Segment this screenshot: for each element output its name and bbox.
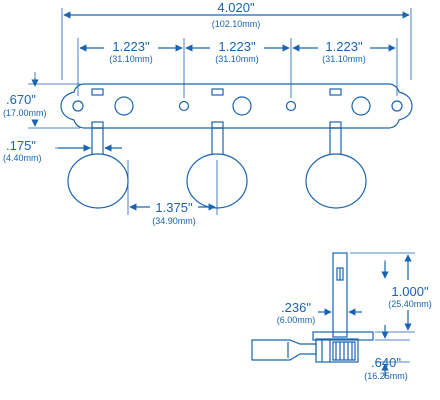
side-depth-inch: .640" bbox=[371, 355, 401, 370]
slot-bottom-3 bbox=[329, 121, 342, 129]
side-base-plate bbox=[312, 331, 374, 341]
small-hole-1 bbox=[178, 100, 190, 112]
spacing-3-inch: 1.223" bbox=[325, 39, 363, 54]
side-height-inch: 1.000" bbox=[391, 284, 429, 299]
side-height-mm: (25.40mm) bbox=[388, 299, 432, 309]
button-3 bbox=[305, 153, 367, 209]
spacing-3-mm: (31.10mm) bbox=[322, 54, 366, 64]
slot-top-3 bbox=[329, 88, 342, 96]
plate-height-inch: .670" bbox=[6, 92, 36, 107]
post-hole-1 bbox=[114, 96, 134, 116]
slot-bottom-2 bbox=[211, 121, 224, 129]
post-hole-3 bbox=[351, 96, 371, 116]
side-post bbox=[332, 252, 348, 338]
slot-top-2 bbox=[211, 88, 224, 96]
tuner-plate bbox=[60, 83, 413, 129]
side-width-mm: (6.00mm) bbox=[277, 315, 316, 325]
button-spacing-inch: 1.375" bbox=[155, 200, 193, 215]
post-offset-mm: (4.40mm) bbox=[3, 153, 42, 163]
spacing-2-mm: (31.10mm) bbox=[215, 54, 259, 64]
small-hole-2 bbox=[285, 100, 297, 112]
slot-bottom-1 bbox=[91, 121, 104, 129]
spacing-2-inch: 1.223" bbox=[218, 39, 256, 54]
slot-top-1 bbox=[91, 88, 104, 96]
side-button bbox=[251, 339, 317, 361]
side-depth-mm: (16.25mm) bbox=[364, 371, 408, 381]
plate-height-mm: (17.00mm) bbox=[3, 108, 47, 118]
button-1 bbox=[67, 153, 129, 209]
button-spacing-mm: (34.90mm) bbox=[152, 216, 196, 226]
plate-screw-hole-left bbox=[72, 100, 84, 112]
post-offset-inch: .175" bbox=[6, 138, 36, 153]
side-width-inch: .236" bbox=[281, 300, 311, 315]
plate-screw-hole-right bbox=[391, 100, 403, 112]
overall-length-inch: 4.020" bbox=[217, 0, 255, 15]
overall-length-mm: (102.10mm) bbox=[212, 19, 261, 29]
spacing-1-mm: (31.10mm) bbox=[109, 54, 153, 64]
post-hole-2 bbox=[232, 96, 252, 116]
side-gear bbox=[332, 341, 356, 361]
spacing-1-inch: 1.223" bbox=[112, 39, 150, 54]
